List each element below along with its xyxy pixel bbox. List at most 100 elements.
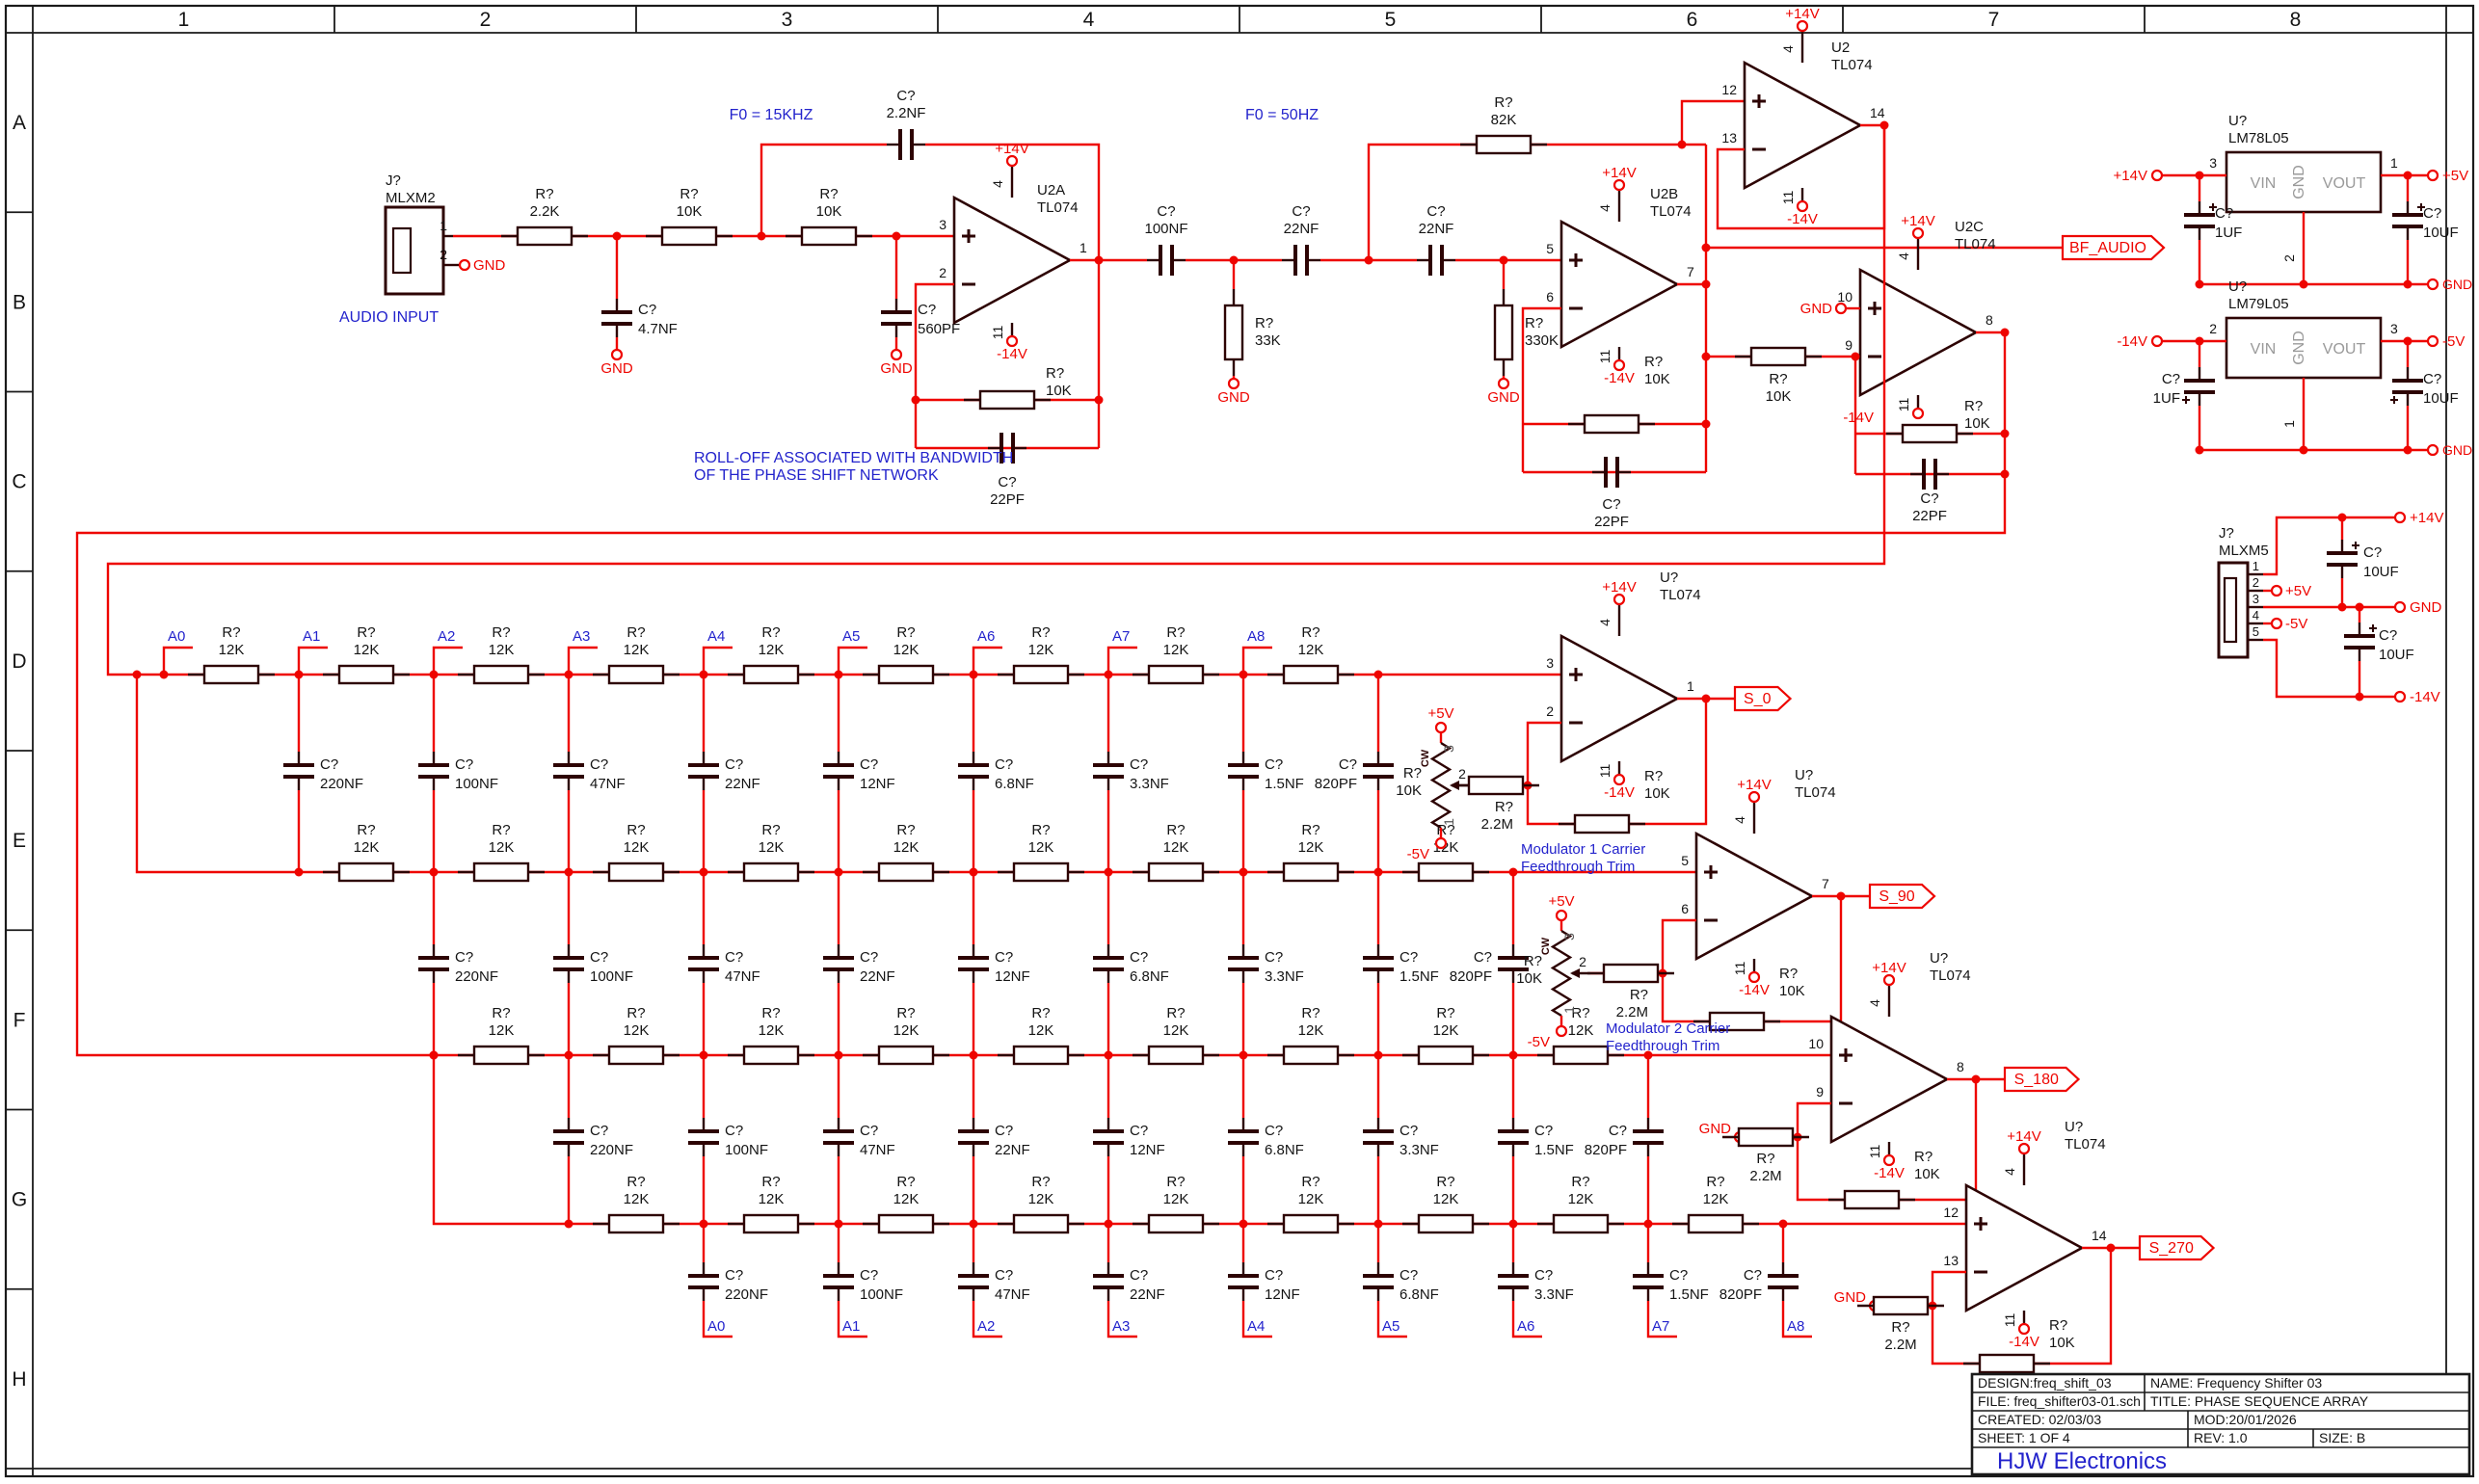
component-value: 10K (1964, 415, 1990, 432)
pin-number: 1 (1080, 240, 1087, 255)
gnd-label: GND (2442, 277, 2472, 292)
component-ref: R? (1403, 765, 1422, 782)
component-value: 820PF (1450, 968, 1492, 985)
pin-number: 11 (2002, 1313, 2017, 1328)
wire (837, 646, 867, 675)
title-block-text: TITLE: PHASE SEQUENCE ARRAY (2150, 1393, 2369, 1409)
regulator-pin-label: VIN (2251, 341, 2277, 358)
component-ref: C? (2162, 371, 2180, 387)
component-value: 47NF (590, 776, 626, 792)
component-value: 10K (1516, 970, 1542, 987)
wire (1796, 1079, 1978, 1202)
output-amp-S_270: 121314+14V411-14VU?TL074R?10KS_270GNDR?2… (1834, 1119, 2216, 1374)
pin-number: 11 (1597, 764, 1613, 779)
pin-number: 2 (2281, 254, 2297, 262)
component-value: 12K (1298, 1022, 1324, 1039)
component-value: 12NF (995, 968, 1030, 985)
pin-number: 4 (1732, 816, 1747, 824)
terminal-circle (2150, 169, 2164, 182)
net-label: A6 (977, 628, 995, 645)
wire (702, 1301, 733, 1338)
component-ref: C? (638, 302, 656, 318)
net-label: A2 (438, 628, 455, 645)
gnd-label: GND (1487, 389, 1520, 406)
pin-number: 11 (1597, 350, 1613, 364)
net-label: A7 (1112, 628, 1130, 645)
pin-number: 10 (1837, 289, 1853, 305)
component-ref: C? (860, 949, 878, 966)
component-ref: J? (2219, 525, 2234, 542)
component-ref: C? (1534, 1123, 1553, 1139)
net-label: A3 (1112, 1318, 1130, 1335)
junction-dot (1701, 694, 1711, 703)
component-ref: R? (1031, 1005, 1050, 1021)
component-value: 47NF (860, 1142, 895, 1158)
junction-dot (2195, 279, 2204, 289)
annotation: F0 = 15KHZ (730, 107, 813, 123)
title-block-text: FILE: freq_shifter03-01.sch (1978, 1393, 2141, 1409)
component-ref: R? (1571, 1174, 1589, 1190)
component-ref: C? (995, 1267, 1013, 1284)
component-value: 22NF (1419, 221, 1454, 237)
terminal-circle (1005, 154, 1019, 168)
resistor (472, 861, 530, 883)
component-ref: U2B (1650, 186, 1678, 202)
power-label: +14V (995, 141, 1028, 157)
resistor (978, 389, 1036, 411)
pin-number: 3 (1441, 745, 1456, 753)
resistor (1901, 423, 1959, 444)
power-label: -14V (1739, 982, 1770, 998)
annotation: OF THE PHASE SHIFT NETWORK (694, 467, 939, 484)
resistor (1012, 1045, 1070, 1066)
component-ref: R? (1436, 1005, 1454, 1021)
resistor (1493, 304, 1514, 361)
component-ref: C? (1744, 1267, 1762, 1284)
resistor (472, 664, 530, 685)
component-ref: R? (1031, 624, 1050, 641)
component-ref: R? (1571, 1005, 1589, 1021)
pot-cw-mark: CW (1540, 937, 1552, 955)
pin-number: 14 (1870, 105, 1885, 120)
pin-number: 4 (1780, 45, 1796, 53)
gnd-label: GND (2442, 442, 2472, 458)
component-value: 12K (1433, 1022, 1459, 1039)
power-label: +5V (2285, 583, 2311, 599)
net-label: A1 (842, 1318, 860, 1335)
pin-number: 4 (1597, 204, 1613, 212)
pin-number: 11 (1732, 962, 1747, 976)
opamp (1743, 60, 1863, 191)
component-value: 2.2M (1481, 816, 1513, 833)
component-ref: R? (761, 1005, 780, 1021)
component-ref: C? (590, 1123, 608, 1139)
ruler-row-label: E (13, 830, 26, 852)
terminal-circle (458, 258, 471, 272)
component-value: 12K (759, 642, 785, 658)
power-label: +14V (1785, 6, 1819, 22)
title-block-text: NAME: Frequency Shifter 03 (2150, 1375, 2322, 1391)
pin-number: 8 (1986, 312, 1993, 328)
component-value: 12K (1163, 839, 1189, 856)
resistor (1687, 1213, 1745, 1234)
opamp (1858, 267, 1979, 398)
title-block-text: REV: 1.0 (2194, 1430, 2248, 1445)
component-value: 12K (1163, 642, 1189, 658)
gnd-label: GND (600, 360, 633, 377)
component-ref: R? (1166, 1174, 1185, 1190)
component-value: 330K (1525, 332, 1559, 349)
power-label: +5V (2442, 168, 2468, 184)
pin-number: 3 (2390, 321, 2398, 336)
terminal-circle (2426, 443, 2439, 457)
component-ref: C? (1130, 1267, 1148, 1284)
net-label: A8 (1787, 1318, 1804, 1335)
resistor (877, 1045, 935, 1066)
terminal-circle (2393, 600, 2407, 614)
component-value: 12K (1163, 1191, 1189, 1207)
component-part: MLXM2 (386, 190, 436, 206)
component-ref: C? (1130, 1123, 1148, 1139)
component-value: 12K (1028, 839, 1054, 856)
component-part: TL074 (1831, 57, 1873, 73)
power-label: +14V (2007, 1128, 2040, 1145)
component-value: 12NF (1265, 1286, 1300, 1303)
